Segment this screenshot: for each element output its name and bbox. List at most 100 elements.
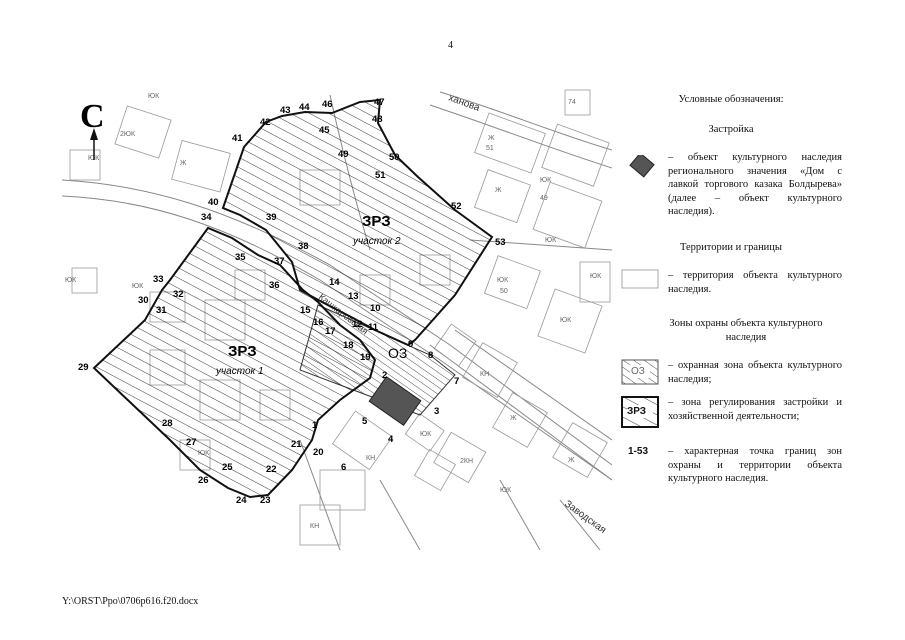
boundary-point-4: 4 — [388, 434, 394, 445]
building-label: ЮК — [132, 283, 144, 290]
building-label: Ж — [568, 457, 575, 464]
building-label: 50 — [500, 288, 508, 295]
zrz-2-label: ЗРЗ — [362, 213, 391, 230]
boundary-point-19: 19 — [360, 352, 371, 363]
boundary-point-46: 46 — [322, 99, 333, 110]
building-label: 2КН — [460, 458, 473, 465]
building-label: КН — [310, 523, 319, 530]
boundary-point-5: 5 — [362, 416, 368, 427]
building-label: 2ЮК — [120, 131, 136, 138]
boundary-point-3: 3 — [434, 406, 439, 417]
page-number: 4 — [448, 40, 453, 51]
legend-oz-text: – охранная зона объекта культурного насл… — [668, 360, 842, 385]
boundary-point-25: 25 — [222, 462, 233, 473]
zrz-1-label: ЗРЗ — [228, 343, 257, 360]
legend-section-building: Застройка — [708, 124, 754, 135]
boundary-point-10: 10 — [370, 303, 381, 314]
building-label: ЮК — [65, 277, 77, 284]
footer-path: Y:\ORST\Ppo\0706p616.f20.docx — [62, 596, 199, 607]
territory-symbol — [621, 269, 659, 289]
boundary-point-37: 37 — [274, 256, 285, 267]
boundary-point-30: 30 — [138, 295, 149, 306]
building-label: ЮК — [497, 277, 509, 284]
boundary-point-20: 20 — [313, 447, 324, 458]
boundary-point-15: 15 — [300, 305, 311, 316]
oz-label: ОЗ — [388, 345, 407, 361]
zrz-2-sublabel: участок 2 — [352, 236, 401, 247]
building-label: КН — [480, 371, 489, 378]
boundary-point-47: 47 — [374, 97, 385, 108]
building-label: ЮК — [500, 487, 512, 494]
boundary-point-38: 38 — [298, 241, 309, 252]
boundary-point-52: 52 — [451, 201, 462, 212]
legend-points-text: – характерная точка границ зон охраны и … — [668, 446, 842, 484]
boundary-point-49: 49 — [338, 149, 349, 160]
legend-heritage-text: – объект культурного наследия региональн… — [668, 152, 842, 217]
boundary-point-27: 27 — [186, 437, 197, 448]
boundary-point-26: 26 — [198, 475, 209, 486]
boundary-point-41: 41 — [232, 133, 243, 144]
legend-territory-text: – территория объекта культурного наследи… — [668, 270, 842, 295]
building-label: Ж — [495, 187, 502, 194]
building-label: 74 — [568, 99, 576, 106]
boundary-point-24: 24 — [236, 495, 247, 506]
boundary-point-22: 22 — [266, 464, 277, 475]
boundary-point-45: 45 — [319, 125, 330, 136]
boundary-point-12: 12 — [352, 319, 363, 330]
north-label: С — [80, 98, 105, 135]
legend-section-territories: Территории и границы — [680, 242, 782, 253]
legend-title: Условные обозначения: — [678, 94, 784, 105]
boundary-point-42: 42 — [260, 117, 271, 128]
building-label: 49 — [540, 195, 548, 202]
boundary-point-51: 51 — [375, 170, 386, 181]
boundary-point-50: 50 — [389, 152, 400, 163]
zrz-1-sublabel: участок 1 — [215, 366, 264, 377]
boundary-point-11: 11 — [368, 322, 379, 333]
oz-symbol-label: ОЗ — [631, 366, 645, 377]
heritage-object — [368, 375, 422, 427]
building-label: ЮК — [148, 93, 160, 100]
boundary-point-18: 18 — [343, 340, 354, 351]
building-label: Ж — [180, 160, 187, 167]
boundary-point-9: 9 — [408, 339, 413, 350]
boundary-point-35: 35 — [235, 252, 246, 263]
building-label: 51 — [486, 145, 494, 152]
boundary-point-36: 36 — [269, 280, 280, 291]
building-label: ЮК — [560, 317, 572, 324]
boundary-point-53: 53 — [495, 237, 506, 248]
oz-symbol — [621, 359, 659, 385]
building-label: ЮК — [540, 177, 552, 184]
zrz-symbol — [621, 396, 659, 428]
zrz-zone-1 — [92, 226, 377, 499]
building-label: Ж — [488, 135, 495, 142]
boundary-point-29: 29 — [78, 362, 89, 373]
boundary-point-31: 31 — [156, 305, 167, 316]
boundary-point-17: 17 — [325, 326, 336, 337]
boundary-point-34: 34 — [201, 212, 212, 223]
building-label: КН — [366, 455, 375, 462]
boundary-point-28: 28 — [162, 418, 173, 429]
boundary-point-48: 48 — [372, 114, 383, 125]
boundary-point-44: 44 — [299, 102, 310, 113]
points-symbol-label: 1-53 — [628, 446, 649, 457]
legend-section-zones: Зоны охраны объекта культурного наследия — [669, 318, 823, 343]
heritage-symbol — [629, 155, 655, 178]
street-name: Заводская — [562, 499, 608, 536]
boundary-point-8: 8 — [428, 350, 433, 361]
boundary-point-2: 2 — [382, 370, 387, 381]
north-arrow: С — [80, 98, 105, 160]
legend-zrz-text: – зона регулирования застройки и хозяйст… — [668, 397, 842, 422]
boundary-point-33: 33 — [153, 274, 164, 285]
boundary-point-43: 43 — [280, 105, 291, 116]
boundary-point-16: 16 — [313, 317, 324, 328]
zrz-symbol-label: ЗРЗ — [627, 406, 647, 417]
street-name: ханова — [447, 92, 482, 114]
boundary-point-23: 23 — [260, 495, 271, 506]
building-label: ЮК — [590, 273, 602, 280]
building-label: ЮК — [545, 237, 557, 244]
building-label: Ж — [510, 415, 517, 422]
boundary-point-1: 1 — [312, 420, 318, 431]
boundary-point-40: 40 — [208, 197, 219, 208]
boundary-point-6: 6 — [341, 462, 346, 473]
